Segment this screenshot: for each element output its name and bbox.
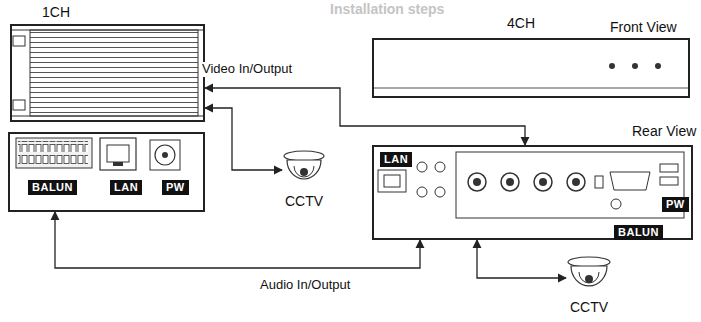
recorder-front-panel: 4CHFront View <box>372 38 690 98</box>
device-heading: 4CH <box>507 15 535 31</box>
device-heading: CCTV <box>570 299 608 315</box>
bnc-connector <box>473 178 481 186</box>
front-panel-detail <box>372 63 690 88</box>
dome-camera <box>287 160 321 179</box>
vga-port <box>595 176 603 188</box>
heat-sink <box>10 30 205 116</box>
watermark-text: Installation steps <box>330 1 444 17</box>
vga-port <box>595 172 650 209</box>
signal-label: Audio In/Output <box>258 278 352 293</box>
front-panel-detail <box>632 63 638 69</box>
usb-port <box>660 164 678 185</box>
lan-jack <box>113 162 123 166</box>
signal-label: Video In/Output <box>200 62 294 77</box>
signal-cable <box>55 212 420 268</box>
front-panel-detail <box>609 63 615 69</box>
power-jack <box>162 152 168 158</box>
power-jack <box>150 140 180 170</box>
heat-sink <box>10 116 205 117</box>
bnc-connector <box>501 173 519 191</box>
bnc-connector <box>567 173 585 191</box>
dome-camera <box>284 151 324 179</box>
heat-sink <box>30 30 198 116</box>
device-heading: Front View <box>610 19 677 35</box>
audio-jack <box>417 162 445 197</box>
signal-cable <box>477 240 566 278</box>
port-tag: LAN <box>110 180 142 195</box>
bnc-connector <box>468 173 585 191</box>
terminal-block <box>16 138 92 168</box>
device-heading: CCTV <box>285 193 323 209</box>
recorder-rear-panel: Rear ViewLANPWBALUN <box>372 145 693 240</box>
device-top-view: 1CH <box>10 24 205 122</box>
rear-panel-detail <box>378 170 406 192</box>
vga-port <box>611 199 621 209</box>
device-rear-panel: BALUN LAN PW <box>8 132 205 212</box>
port-tag: PW <box>162 180 189 195</box>
heat-sink <box>10 30 205 31</box>
usb-port <box>660 164 678 172</box>
bnc-connector <box>506 178 514 186</box>
side-connector <box>13 100 25 110</box>
dome-camera <box>300 168 308 176</box>
port-tag: BALUN <box>614 225 663 240</box>
vga-port <box>610 172 650 190</box>
audio-jack <box>435 162 445 172</box>
audio-jack <box>417 162 427 172</box>
side-connector <box>13 36 25 46</box>
dome-camera <box>568 257 610 286</box>
cctv-camera: CCTV <box>282 150 326 190</box>
dome-camera <box>571 266 607 286</box>
lan-jack <box>100 138 136 170</box>
port-tag: PW <box>662 197 689 212</box>
bnc-connector <box>539 178 547 186</box>
dome-camera <box>579 272 599 283</box>
port-tag: LAN <box>380 152 412 167</box>
audio-jack <box>417 187 427 197</box>
power-jack <box>150 140 180 170</box>
dome-camera <box>294 166 314 177</box>
rear-panel-detail <box>384 175 400 187</box>
device-heading: Rear View <box>632 123 696 139</box>
rear-panel-detail <box>378 152 684 218</box>
signal-cable <box>205 108 282 170</box>
front-panel-detail <box>655 63 661 69</box>
front-panel-detail <box>372 88 690 89</box>
cctv-camera: CCTV <box>566 256 612 296</box>
terminal-block <box>16 138 92 168</box>
port-tag: BALUN <box>28 180 77 195</box>
dome-camera <box>585 275 593 283</box>
device-heading: 1CH <box>42 4 70 20</box>
power-jack <box>155 145 175 165</box>
side-connector <box>13 36 25 110</box>
terminal-block <box>18 154 88 165</box>
lan-jack <box>100 138 136 170</box>
bnc-connector <box>534 173 552 191</box>
bnc-connector <box>468 173 486 191</box>
bnc-connector <box>572 178 580 186</box>
terminal-block <box>18 141 88 152</box>
audio-jack <box>435 187 445 197</box>
rear-panel-detail <box>456 152 684 218</box>
lan-jack <box>107 145 129 162</box>
usb-port <box>660 177 678 185</box>
